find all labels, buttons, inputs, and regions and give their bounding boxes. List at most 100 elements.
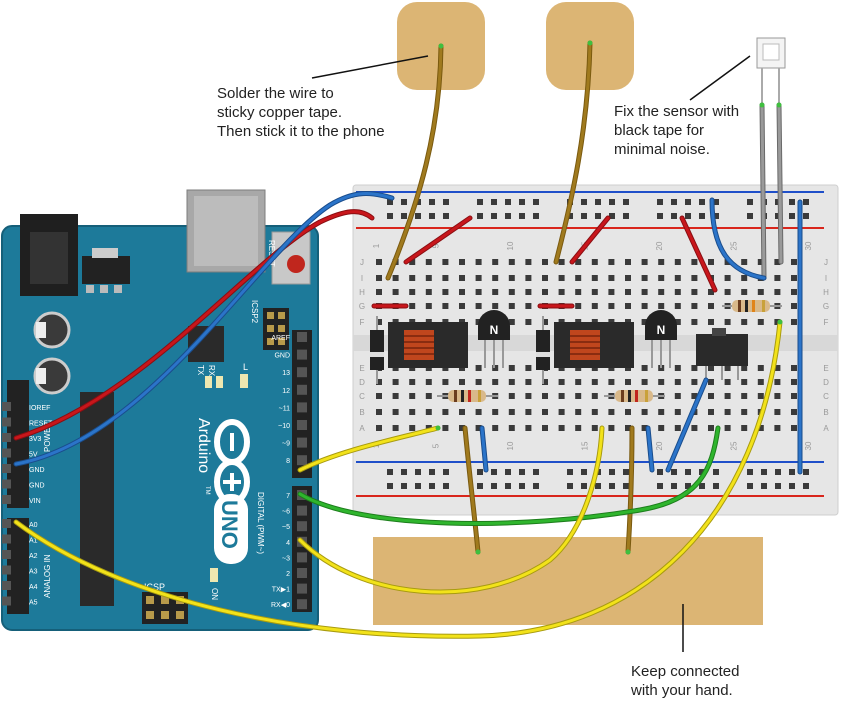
power-pin-socket — [2, 448, 11, 458]
power-pin-socket — [2, 464, 11, 473]
breadboard-hole — [625, 289, 631, 295]
breadboard-hole — [575, 409, 582, 415]
rail-hole — [657, 213, 663, 219]
on-label: ON — [210, 588, 219, 600]
power-header — [7, 380, 29, 508]
column-number-5-bottom: 5 — [432, 443, 441, 448]
rail-hole — [747, 469, 753, 475]
column-number-25-bottom: 25 — [730, 441, 739, 450]
analog-pin-socket — [2, 565, 11, 575]
breadboard-hole — [691, 275, 698, 281]
breadboard-hole — [757, 393, 764, 399]
breadboard-hole — [425, 303, 432, 309]
rail-hole — [429, 469, 435, 475]
rail-hole — [581, 213, 587, 219]
breadboard-hole — [591, 289, 598, 295]
breadboard-hole — [691, 303, 698, 309]
breadboard-hole — [791, 259, 797, 265]
breadboard-hole — [376, 289, 382, 295]
rail-hole — [477, 213, 483, 219]
rail-hole — [387, 213, 393, 219]
breadboard-hole — [641, 275, 648, 281]
breadboard-hole — [774, 319, 781, 325]
analog-pin-socket — [2, 581, 11, 590]
row-letter-i-right: I — [825, 274, 827, 283]
row-letter-b-left: B — [359, 408, 364, 417]
rail-hole — [533, 213, 539, 219]
rail-hole — [595, 199, 601, 205]
breadboard-hole — [575, 425, 582, 431]
breadboard-hole — [542, 409, 548, 415]
breadboard-hole — [508, 303, 515, 309]
rail-hole — [775, 483, 781, 489]
breadboard-hole — [625, 275, 631, 281]
breadboard-hole — [409, 259, 416, 265]
rail-hole — [595, 483, 601, 489]
rail-hole — [505, 483, 511, 489]
digital-pin-label: ~5 — [282, 524, 290, 531]
breadboard-hole — [475, 365, 482, 371]
breadboard-hole — [525, 289, 532, 295]
breadboard-hole — [658, 259, 665, 265]
breadboard-hole — [724, 425, 731, 431]
digital-pin-socket — [297, 384, 307, 395]
capacitor-1 — [33, 311, 71, 349]
annotation-sensor-line-2: black tape for — [614, 122, 705, 139]
breadboard-hole — [475, 275, 482, 281]
breadboard-hole — [525, 319, 532, 325]
rail-hole — [491, 469, 497, 475]
pointer-sensor — [689, 55, 751, 101]
rail-hole — [519, 483, 525, 489]
digital-pin-socket — [297, 402, 307, 413]
breadboard-hole — [442, 379, 449, 385]
rail-hole — [803, 213, 809, 219]
breadboard-hole — [724, 289, 731, 295]
breadboard-hole — [475, 259, 482, 265]
rail-hole — [477, 199, 483, 205]
breadboard-hole — [757, 425, 764, 431]
breadboard-hole — [425, 379, 432, 385]
pointer-solder — [311, 55, 429, 79]
transistor-1-label: N — [490, 323, 499, 337]
rail-hole — [401, 483, 407, 489]
reset-label: RESET — [267, 240, 276, 267]
rail-hole — [401, 469, 407, 475]
rail-hole — [747, 483, 753, 489]
breadboard-hole — [558, 393, 565, 399]
breadboard-hole — [508, 425, 515, 431]
column-number-25-top: 25 — [730, 241, 739, 250]
breadboard-hole — [442, 425, 449, 431]
digital-pin-socket — [297, 332, 307, 342]
row-letter-f-right: F — [824, 318, 829, 327]
breadboard-hole — [542, 319, 548, 325]
breadboard-hole — [724, 275, 731, 281]
transistor-1: N — [478, 310, 510, 368]
power-pin-socket — [2, 402, 11, 411]
breadboard-hole — [508, 379, 515, 385]
rail-hole — [567, 483, 573, 489]
digital-pin-label: ~6 — [282, 509, 290, 516]
breadboard-hole — [608, 289, 615, 295]
rail-hole — [713, 199, 719, 205]
uno-logo: UNO — [214, 494, 248, 564]
breadboard-hole — [791, 393, 797, 399]
breadboard-hole — [542, 379, 548, 385]
breadboard-hole — [674, 275, 681, 281]
breadboard-hole — [558, 275, 565, 281]
breadboard-hole — [774, 379, 781, 385]
breadboard-hole — [691, 365, 698, 371]
breadboard-hole — [724, 409, 731, 415]
breadboard-hole — [625, 259, 631, 265]
rail-hole — [685, 199, 691, 205]
breadboard-hole — [674, 409, 681, 415]
breadboard-hole — [392, 379, 399, 385]
breadboard-hole — [741, 319, 748, 325]
breadboard-hole — [542, 425, 548, 431]
digital-pin-socket — [297, 505, 307, 516]
breadboard-hole — [591, 303, 598, 309]
breadboard-hole — [409, 289, 416, 295]
breadboard-hole — [724, 379, 731, 385]
transistor-2: N — [645, 310, 677, 368]
analog-header — [7, 518, 29, 614]
